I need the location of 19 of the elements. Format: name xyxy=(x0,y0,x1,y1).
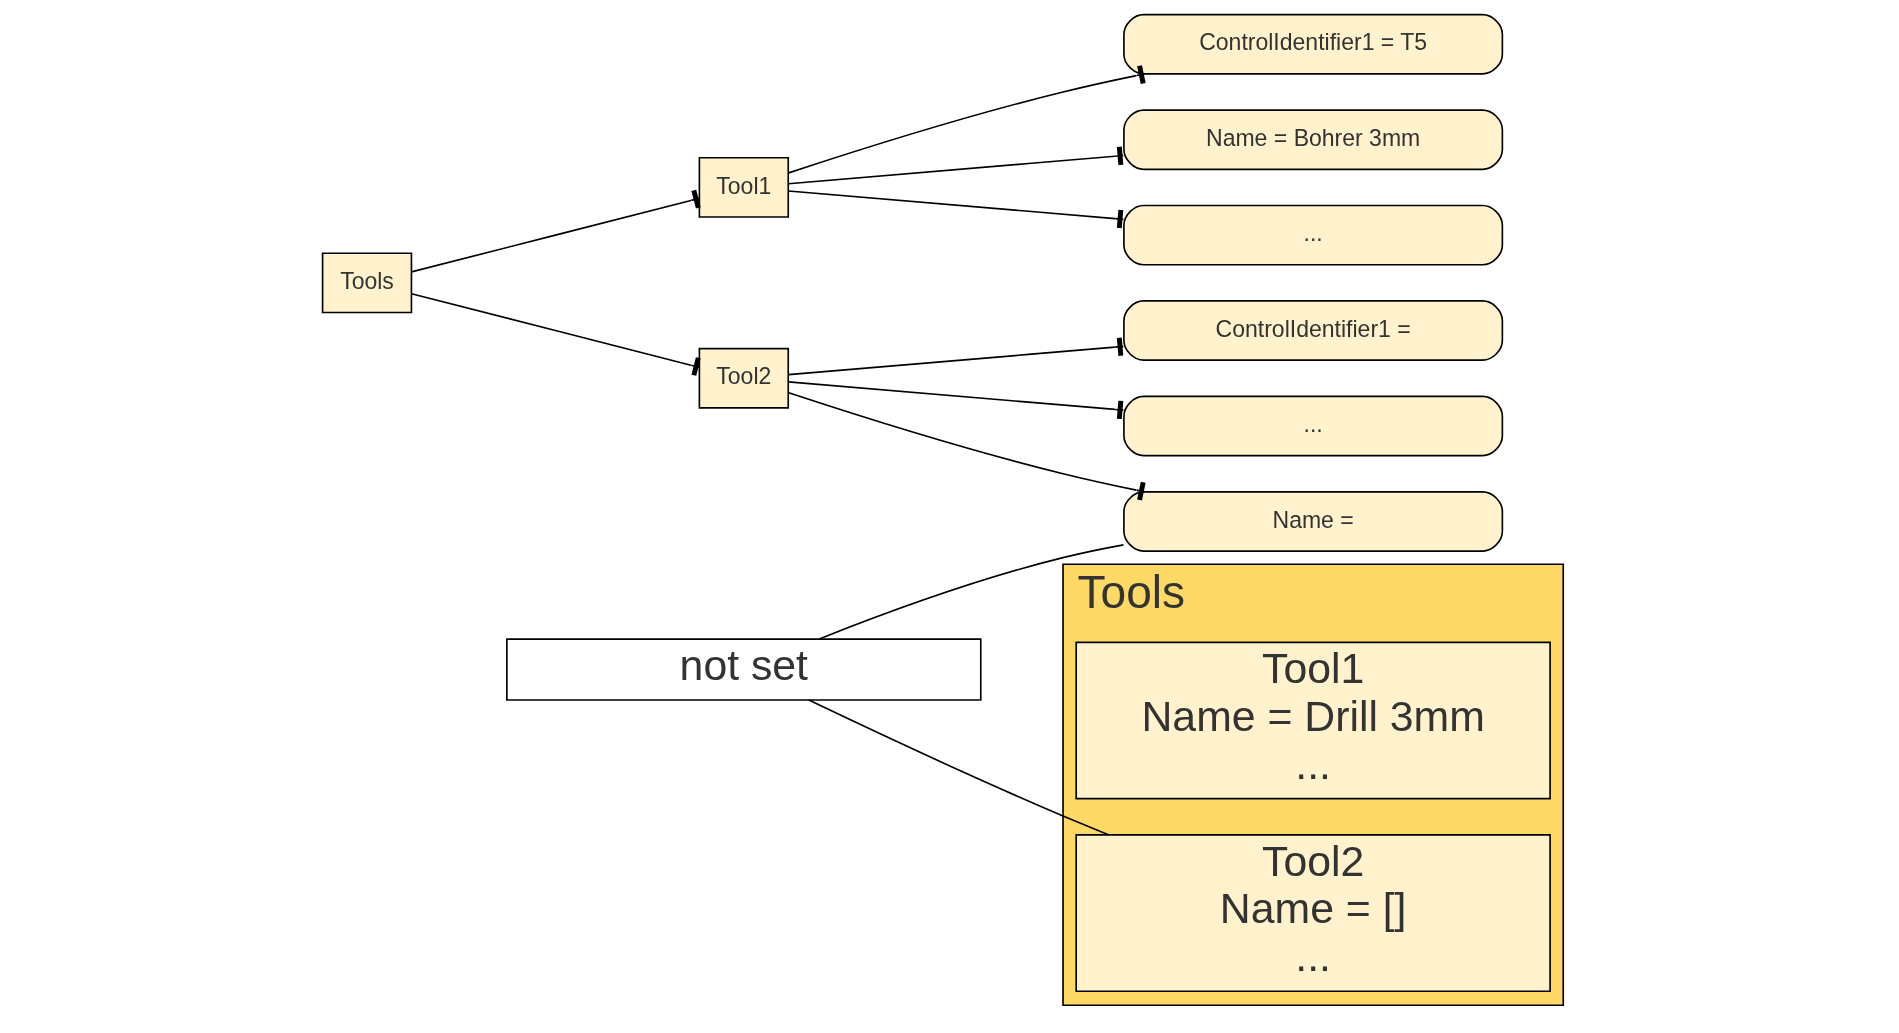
node-box: ... xyxy=(1123,395,1504,457)
node-box: ... xyxy=(1123,204,1504,266)
connector xyxy=(787,337,1125,376)
node-box: ControlIdentifier1 = xyxy=(1123,300,1504,361)
node-box: Tool1 xyxy=(698,156,790,218)
connector xyxy=(787,190,1125,229)
node-box: Tool2 xyxy=(698,347,790,409)
node-box: Tool2 Name = [] ... xyxy=(1075,834,1551,993)
connector xyxy=(787,65,1146,174)
node-box: not set xyxy=(506,638,982,701)
connector xyxy=(818,544,1125,640)
node-box: Tools xyxy=(321,252,413,314)
connector xyxy=(410,189,701,273)
connector xyxy=(787,381,1125,420)
connector xyxy=(787,146,1125,185)
connector xyxy=(808,699,1110,836)
node-box: Name = Bohrer 3mm xyxy=(1123,109,1504,171)
connector xyxy=(410,292,701,376)
node-box: Tool1 Name = Drill 3mm ... xyxy=(1075,641,1551,800)
